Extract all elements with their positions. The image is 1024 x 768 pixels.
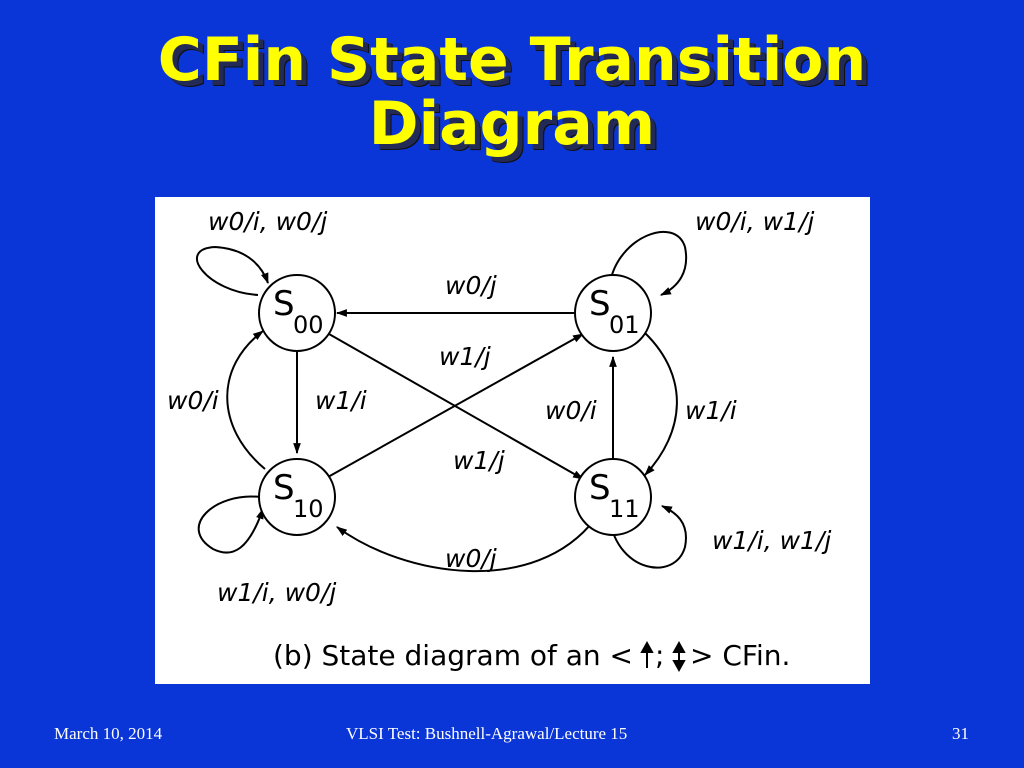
edge-s00-to-s11 bbox=[328, 333, 584, 480]
edge-s11-to-s10 bbox=[336, 518, 596, 572]
up-down-arrow-icon bbox=[672, 640, 686, 673]
svg-text:S: S bbox=[589, 468, 611, 508]
state-diagram-svg: S 00 S 01 S 10 S 11 w0/i, w0/j w0/i, w1/… bbox=[167, 207, 831, 673]
footer-page-number: 31 bbox=[952, 724, 969, 743]
slide-title: CFin State Transition Diagram bbox=[0, 28, 1024, 156]
label-s01-to-s11: w1/i bbox=[685, 396, 737, 425]
state-s11: S 11 bbox=[574, 458, 652, 536]
footer-date: March 10, 2014 bbox=[54, 724, 163, 743]
svg-text:S: S bbox=[273, 468, 295, 508]
label-self-s00: w0/i, w0/j bbox=[208, 207, 327, 236]
label-s01-to-s00: w0/j bbox=[445, 271, 497, 300]
self-loop-s11 bbox=[609, 505, 687, 569]
slide-title-line1: CFin State Transition bbox=[157, 25, 867, 95]
up-arrow-icon bbox=[640, 640, 654, 668]
label-s10-to-s00: w0/i bbox=[167, 386, 219, 415]
label-self-s01: w0/i, w1/j bbox=[695, 207, 814, 236]
diagram-caption: (b) State diagram of an < ; > CFin. bbox=[273, 639, 790, 673]
label-s00-to-s11: w1/j bbox=[453, 446, 505, 475]
caption-separator: ; bbox=[655, 639, 664, 672]
label-self-s10: w1/i, w0/j bbox=[217, 578, 336, 607]
edge-s10-to-s00 bbox=[226, 330, 266, 470]
label-s11-to-s10: w0/j bbox=[445, 544, 497, 573]
self-loop-s01 bbox=[609, 230, 688, 296]
svg-text:11: 11 bbox=[609, 495, 640, 523]
svg-text:00: 00 bbox=[293, 311, 324, 339]
edge-s10-to-s01 bbox=[327, 333, 584, 478]
caption-prefix: (b) State diagram of an < bbox=[273, 639, 633, 672]
svg-text:S: S bbox=[589, 284, 611, 324]
self-loop-s10 bbox=[197, 495, 264, 554]
svg-text:S: S bbox=[273, 284, 295, 324]
footer-course: VLSI Test: Bushnell-Agrawal/Lecture 15 bbox=[346, 724, 628, 743]
state-s00: S 00 bbox=[258, 274, 336, 352]
state-diagram-figure: S 00 S 01 S 10 S 11 w0/i, w0/j w0/i, w1/… bbox=[155, 197, 870, 684]
edge-s01-to-s11 bbox=[644, 332, 678, 476]
self-loop-s00 bbox=[195, 245, 269, 296]
state-s01: S 01 bbox=[574, 274, 652, 352]
svg-text:01: 01 bbox=[609, 311, 640, 339]
label-s00-to-s10: w1/i bbox=[315, 386, 367, 415]
state-s10: S 10 bbox=[258, 458, 336, 536]
svg-text:10: 10 bbox=[293, 495, 324, 523]
label-s10-to-s01: w1/j bbox=[439, 342, 491, 371]
slide-title-line2: Diagram bbox=[368, 89, 656, 159]
label-s11-to-s01: w0/i bbox=[545, 396, 597, 425]
caption-suffix: > CFin. bbox=[690, 639, 790, 672]
label-self-s11: w1/i, w1/j bbox=[712, 526, 831, 555]
